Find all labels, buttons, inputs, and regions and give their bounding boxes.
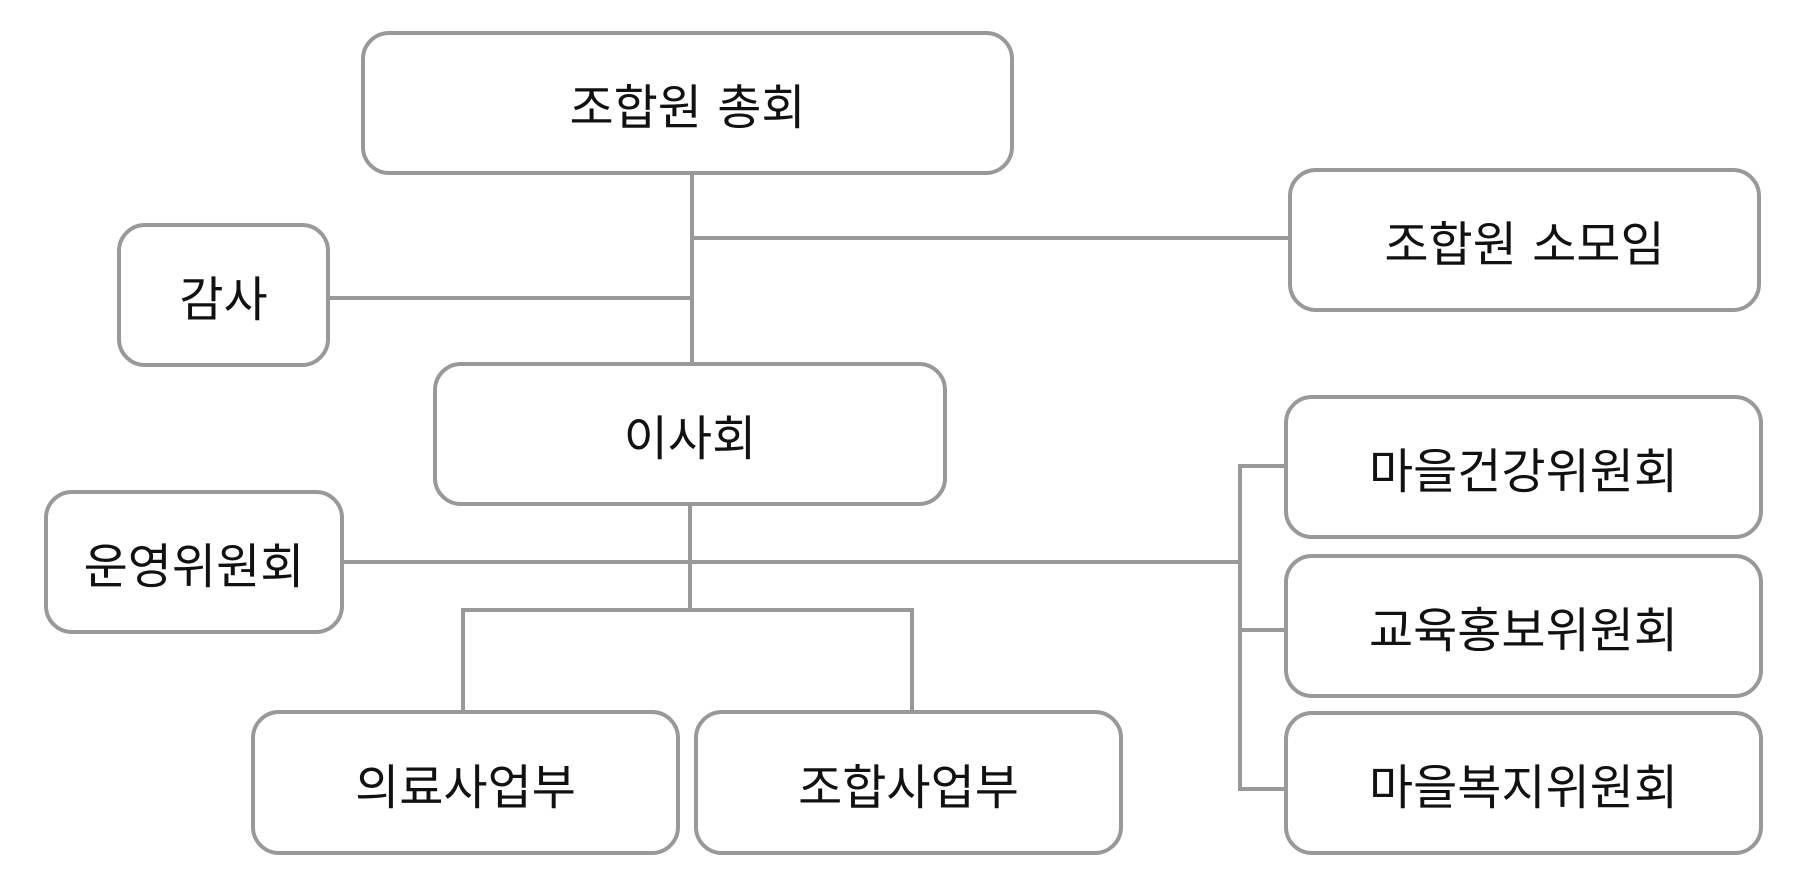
node-coop-business: 조합사업부 [694,710,1123,855]
node-label: 의료사업부 [355,759,576,816]
node-label: 마을복지위원회 [1368,760,1679,816]
node-medical-business: 의료사업부 [251,710,680,855]
node-member-group: 조합원 소모임 [1288,168,1761,312]
node-label: 교육홍보위원회 [1368,603,1679,659]
node-label: 운영위원회 [83,539,305,595]
node-village-health: 마을건강위원회 [1284,395,1763,539]
node-audit: 감사 [117,223,330,367]
node-steering-committee: 운영위원회 [44,490,344,634]
node-label: 마을건강위원회 [1368,444,1679,500]
node-label: 이사회 [623,411,757,467]
node-label: 조합원 총회 [569,80,806,136]
node-general-assembly: 조합원 총회 [361,31,1014,175]
node-label: 감사 [179,272,268,328]
node-village-welfare: 마을복지위원회 [1284,711,1763,855]
node-label: 조합사업부 [798,759,1019,816]
node-board: 이사회 [433,362,947,506]
node-label: 조합원 소모임 [1384,217,1665,273]
node-education-pr: 교육홍보위원회 [1284,554,1763,698]
